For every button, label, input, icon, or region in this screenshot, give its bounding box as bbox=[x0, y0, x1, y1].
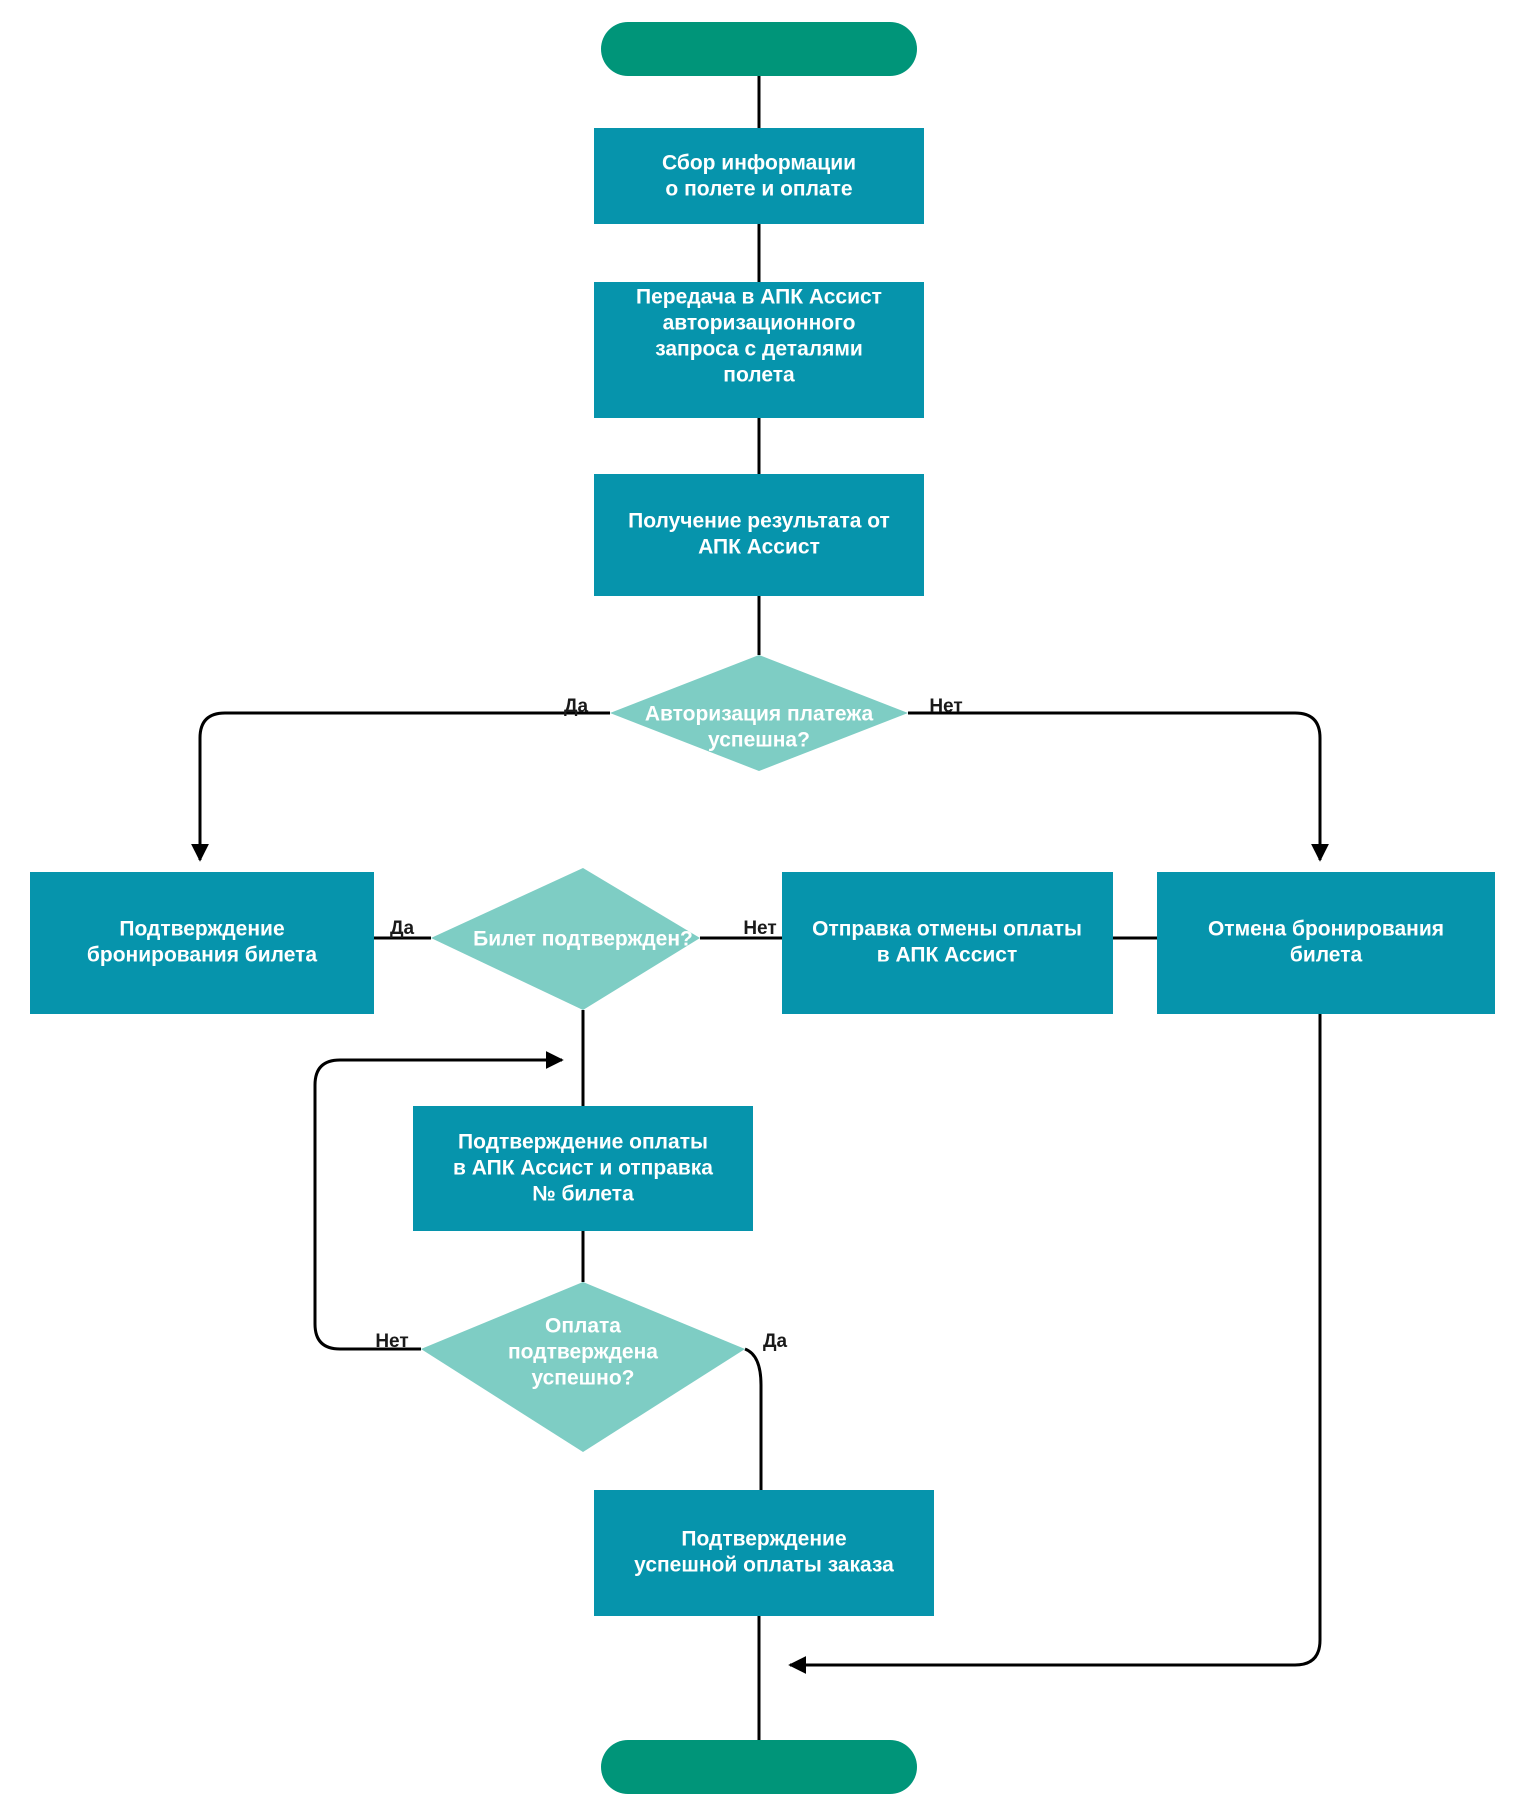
node-end[interactable] bbox=[601, 1740, 917, 1794]
cancel-booking-shape bbox=[1157, 872, 1495, 1014]
send-auth-request-label-line-2: авторизационного bbox=[663, 312, 856, 335]
node-send-cancel-payment[interactable]: Отправка отмены оплаты в АПК Ассист bbox=[782, 872, 1113, 1014]
send-cancel-payment-shape bbox=[782, 872, 1113, 1014]
confirm-payment-label-line-1: Подтверждение оплаты bbox=[458, 1131, 708, 1154]
node-ticket-confirmed-decision[interactable]: Билет подтвержден? bbox=[431, 868, 700, 1010]
start-terminal-shape bbox=[601, 22, 917, 76]
order-paid-shape bbox=[594, 1490, 934, 1616]
confirm-booking-label-line-2: бронирования билета bbox=[87, 944, 318, 967]
connectors bbox=[191, 70, 1329, 1740]
node-cancel-booking[interactable]: Отмена бронирования билета bbox=[1157, 872, 1495, 1014]
send-auth-request-label-line-3: запроса с деталями bbox=[655, 338, 863, 361]
get-result-shape bbox=[594, 474, 924, 596]
node-confirm-booking[interactable]: Подтверждение бронирования билета bbox=[30, 872, 374, 1014]
edge-cancel-booking-to-end bbox=[788, 1014, 1322, 1674]
cancel-booking-label-line-2: билета bbox=[1290, 944, 1363, 967]
confirm-booking-label-line-1: Подтверждение bbox=[119, 918, 284, 941]
node-order-paid[interactable]: Подтверждение успешной оплаты заказа bbox=[594, 1490, 934, 1616]
confirm-booking-shape bbox=[30, 872, 374, 1014]
ticket-confirmed-decision-shape bbox=[431, 868, 700, 1010]
order-paid-label-line-2: успешной оплаты заказа bbox=[634, 1554, 894, 1577]
node-get-result[interactable]: Получение результата от АПК Ассист bbox=[594, 474, 924, 596]
edge-label-payment-no: Нет bbox=[375, 1331, 408, 1352]
payment-confirmed-decision-label-line-1: Оплата bbox=[545, 1315, 621, 1338]
confirm-payment-shape bbox=[413, 1106, 753, 1231]
edge-auth-yes bbox=[191, 711, 610, 862]
send-auth-request-label-line-1: Передача в АПК Ассист bbox=[636, 286, 882, 309]
payment-confirmed-decision-label-line-2: подтверждена bbox=[508, 1341, 658, 1364]
node-confirm-payment[interactable]: Подтверждение оплаты в АПК Ассист и отпр… bbox=[413, 1106, 753, 1231]
ticket-confirmed-decision-label: Билет подтвержден? bbox=[473, 928, 693, 951]
payment-confirmed-decision-label-line-3: успешно? bbox=[531, 1367, 634, 1390]
edge-label-auth-yes: Да bbox=[564, 696, 589, 717]
collect-info-label-line-2: о полете и оплате bbox=[665, 178, 852, 201]
node-send-auth-request[interactable]: Передача в АПК Ассист авторизационного з… bbox=[594, 282, 924, 418]
collect-info-shape bbox=[594, 128, 924, 224]
edge-label-ticket-yes: Да bbox=[390, 918, 415, 939]
edge-payment-yes bbox=[744, 1347, 763, 1490]
auth-success-decision-label-line-2: успешна? bbox=[708, 729, 810, 752]
send-cancel-payment-label-line-1: Отправка отмены оплаты bbox=[812, 918, 1082, 941]
send-cancel-payment-label-line-2: в АПК Ассист bbox=[877, 944, 1018, 967]
get-result-label-line-1: Получение результата от bbox=[628, 510, 890, 533]
edge-label-auth-no: Нет bbox=[929, 696, 962, 717]
send-auth-request-shape bbox=[594, 282, 924, 418]
send-auth-request-label-line-4: полета bbox=[723, 364, 795, 387]
node-start[interactable] bbox=[601, 22, 917, 76]
order-paid-label-line-1: Подтверждение bbox=[681, 1528, 846, 1551]
end-terminal-shape bbox=[601, 1740, 917, 1794]
node-auth-success-decision[interactable]: Авторизация платежа успешна? bbox=[610, 655, 908, 771]
auth-success-decision-label-line-1: Авторизация платежа bbox=[645, 703, 874, 726]
edge-label-payment-yes: Да bbox=[763, 1331, 788, 1352]
confirm-payment-label-line-3: № билета bbox=[532, 1183, 634, 1206]
edge-label-ticket-no: Нет bbox=[743, 918, 776, 939]
edge-auth-no bbox=[908, 711, 1329, 862]
get-result-label-line-2: АПК Ассист bbox=[698, 536, 820, 559]
node-payment-confirmed-decision[interactable]: Оплата подтверждена успешно? bbox=[421, 1282, 745, 1452]
edge-payment-no-loop bbox=[313, 1051, 564, 1351]
auth-success-decision-shape bbox=[610, 655, 908, 771]
confirm-payment-label-line-2: в АПК Ассист и отправка bbox=[453, 1157, 713, 1180]
payment-confirmed-decision-shape bbox=[421, 1282, 745, 1452]
node-collect-info[interactable]: Сбор информации о полете и оплате bbox=[594, 128, 924, 224]
cancel-booking-label-line-1: Отмена бронирования bbox=[1208, 918, 1444, 941]
collect-info-label-line-1: Сбор информации bbox=[662, 152, 856, 175]
